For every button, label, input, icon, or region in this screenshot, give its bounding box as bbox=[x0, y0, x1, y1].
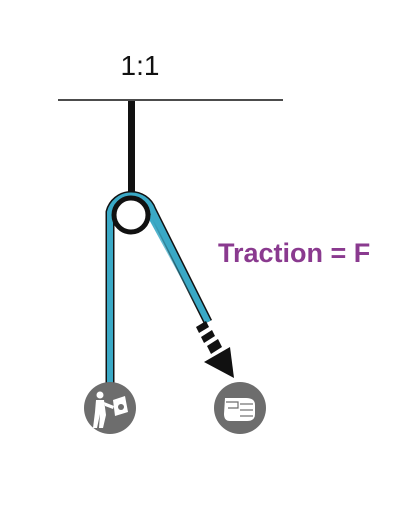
anchor-strap bbox=[128, 101, 135, 199]
ratio-label: 1:1 bbox=[120, 50, 160, 81]
arrow-down-right-icon bbox=[196, 321, 234, 378]
traction-label: Traction = F bbox=[218, 238, 371, 268]
hand-fist-icon bbox=[214, 382, 266, 434]
pulley-wheel bbox=[111, 195, 151, 235]
person-with-load-icon bbox=[84, 382, 136, 434]
